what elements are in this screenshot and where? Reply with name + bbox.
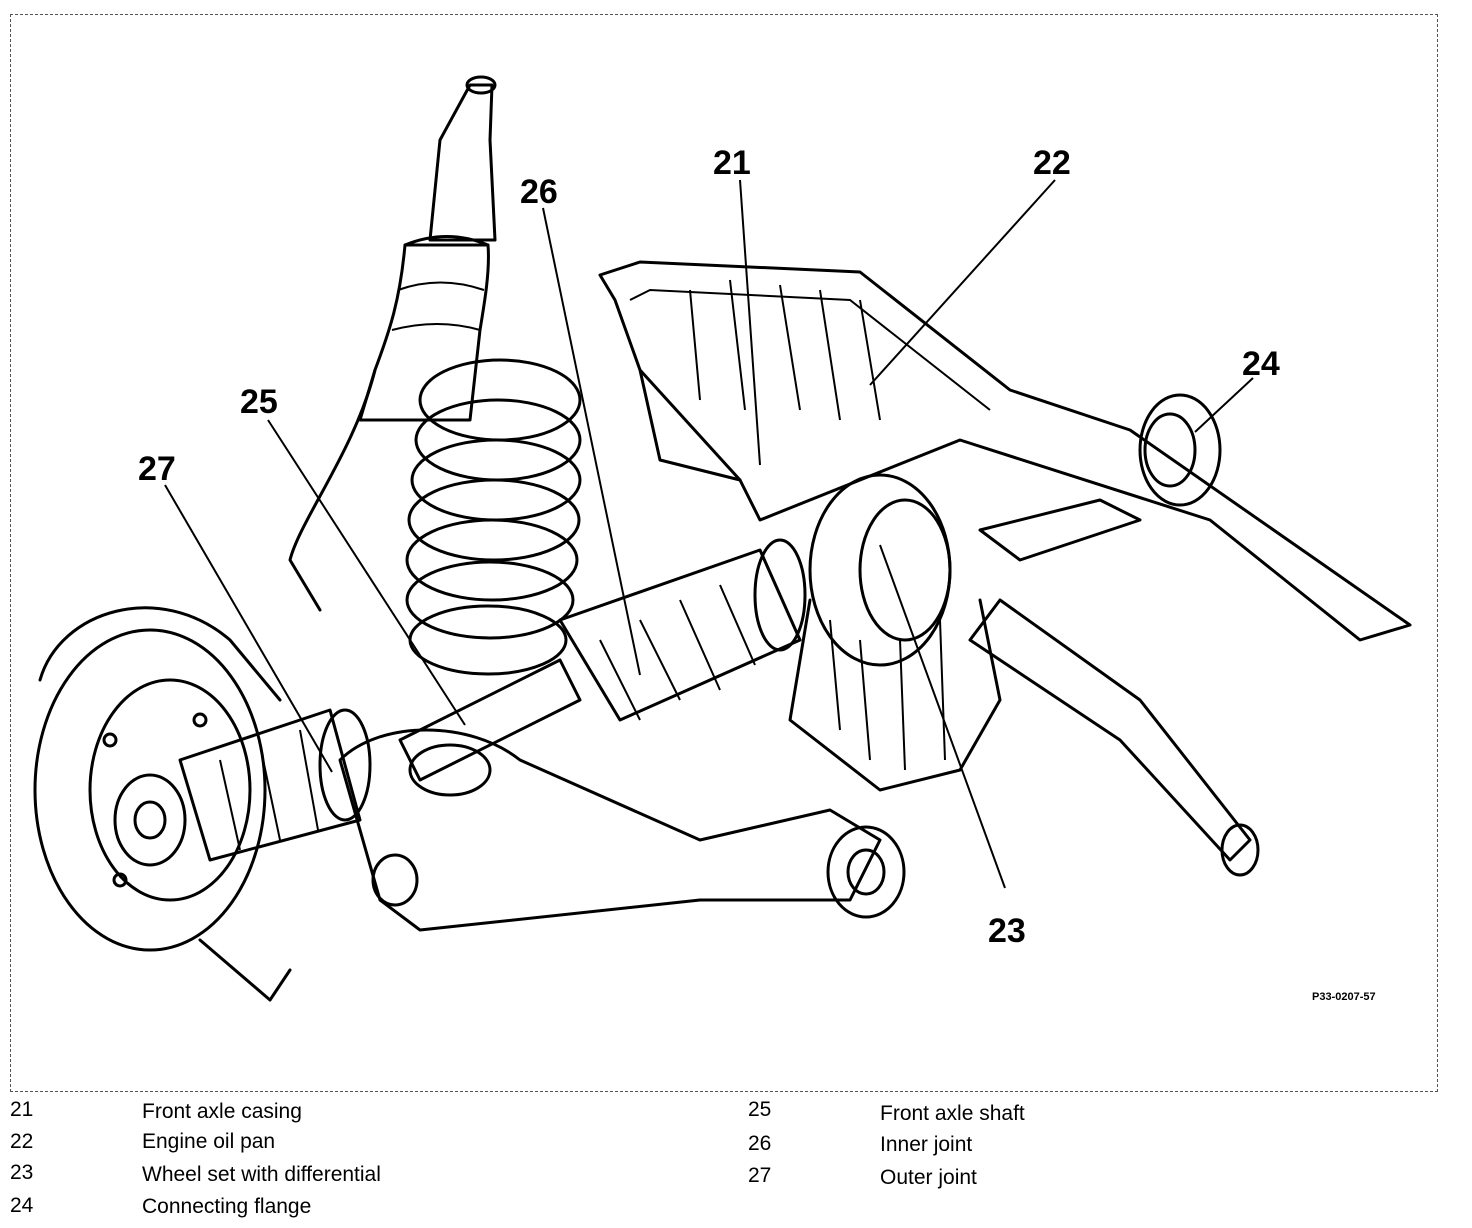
figure-frame — [10, 14, 1438, 1092]
leader-lines — [164, 179, 1254, 889]
callout-26: 26 — [520, 173, 558, 211]
wheel-hub-illustration — [33, 606, 372, 1002]
axle-shaft-illustration — [398, 538, 807, 782]
coil-spring-illustration — [405, 358, 582, 676]
leader-24 — [1194, 377, 1254, 433]
legend-number-24: 24 — [10, 1194, 34, 1217]
leader-23 — [879, 544, 1006, 889]
leader-21 — [739, 179, 761, 466]
legend-label-24: Connecting flange — [142, 1195, 312, 1218]
legend-label-22: Engine oil pan — [142, 1130, 276, 1153]
oil-pan-illustration — [598, 260, 1412, 642]
legend-label-21: Front axle casing — [142, 1100, 302, 1123]
leader-27 — [164, 484, 333, 773]
legend-label-26: Inner joint — [880, 1133, 973, 1156]
legend-label-27: Outer joint — [880, 1166, 977, 1189]
callout-21: 21 — [713, 144, 751, 182]
legend-number-25: 25 — [748, 1098, 772, 1121]
figure-reference-code: P33-0207-57 — [1312, 991, 1376, 1003]
callout-22: 22 — [1033, 144, 1071, 182]
leader-25 — [267, 419, 466, 726]
legend-label-23: Wheel set with differential — [142, 1163, 381, 1186]
legend-number-22: 22 — [10, 1130, 34, 1153]
front-axle-drawing: 21 22 23 24 25 26 27 P33-0207-57 — [33, 75, 1412, 1003]
leader-22 — [869, 179, 1056, 386]
legend-number-21: 21 — [10, 1098, 34, 1121]
callout-24: 24 — [1242, 345, 1280, 383]
legend-label-25: Front axle shaft — [880, 1102, 1025, 1125]
callout-27: 27 — [138, 450, 176, 488]
callout-25: 25 — [240, 383, 278, 421]
connecting-flange-illustration — [1138, 393, 1222, 507]
control-arm-illustration — [338, 728, 906, 932]
leader-26 — [542, 207, 641, 676]
legend-number-23: 23 — [10, 1161, 34, 1184]
legend-number-27: 27 — [748, 1164, 772, 1187]
callout-23: 23 — [988, 912, 1026, 950]
callouts: 21 22 23 24 25 26 27 P33-0207-57 — [138, 144, 1376, 1003]
strut-illustration — [288, 75, 497, 612]
differential-illustration — [788, 473, 1260, 877]
legend-number-26: 26 — [748, 1132, 772, 1155]
